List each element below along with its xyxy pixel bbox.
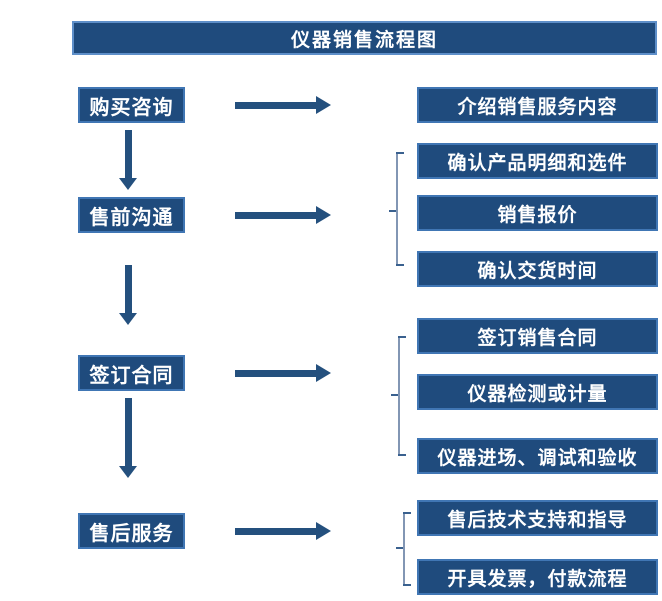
bracket-tick	[396, 547, 403, 549]
output-box-confirm-delivery-time: 确认交货时间	[417, 251, 658, 287]
down-arrow-head	[119, 466, 137, 478]
stage-box-after-sales-service: 售后服务	[78, 513, 185, 549]
output-box-technical-support: 售后技术支持和指导	[417, 500, 658, 536]
bracket-line	[396, 152, 398, 266]
output-box-invoice-payment: 开具发票，付款流程	[417, 559, 658, 595]
output-box-sign-sales-contract: 签订销售合同	[417, 318, 658, 354]
right-arrow-head	[316, 364, 331, 382]
stage-box-purchase-inquiry: 购买咨询	[78, 87, 185, 123]
output-box-intro-sales-service: 介绍销售服务内容	[417, 87, 658, 123]
down-arrow-stem	[125, 265, 132, 313]
bracket-tick	[403, 584, 411, 586]
bracket-tick	[398, 454, 406, 456]
stage-box-presales-communication: 售前沟通	[78, 197, 185, 233]
bracket-tick	[396, 152, 404, 154]
down-arrow-stem	[125, 130, 132, 178]
right-arrow-stem	[235, 370, 316, 377]
bracket-tick	[398, 336, 406, 338]
right-arrow-stem	[235, 528, 316, 535]
output-box-confirm-product-details: 确认产品明细和选件	[417, 143, 658, 179]
group-bracket-aftersales	[396, 512, 411, 586]
right-arrow-stem	[235, 102, 316, 109]
down-arrow-head	[119, 178, 137, 190]
bracket-tick	[396, 264, 404, 266]
group-bracket-contract	[391, 336, 406, 456]
bracket-tick	[403, 512, 411, 514]
output-box-instrument-installation: 仪器进场、调试和验收	[417, 438, 658, 474]
right-arrow-stem	[235, 212, 316, 219]
output-box-instrument-testing: 仪器检测或计量	[417, 374, 658, 410]
bracket-tick	[389, 210, 396, 212]
right-arrow-head	[316, 206, 331, 224]
bracket-line	[403, 512, 405, 586]
bracket-line	[398, 336, 400, 456]
diagram-title: 仪器销售流程图	[72, 21, 657, 55]
right-arrow-head	[316, 522, 331, 540]
bracket-tick	[391, 394, 398, 396]
right-arrow-head	[316, 96, 331, 114]
stage-box-contract-signing: 签订合同	[78, 355, 185, 391]
down-arrow-head	[119, 313, 137, 325]
output-box-sales-quotation: 销售报价	[417, 195, 658, 231]
down-arrow-stem	[125, 398, 132, 466]
group-bracket-presales	[389, 152, 404, 266]
